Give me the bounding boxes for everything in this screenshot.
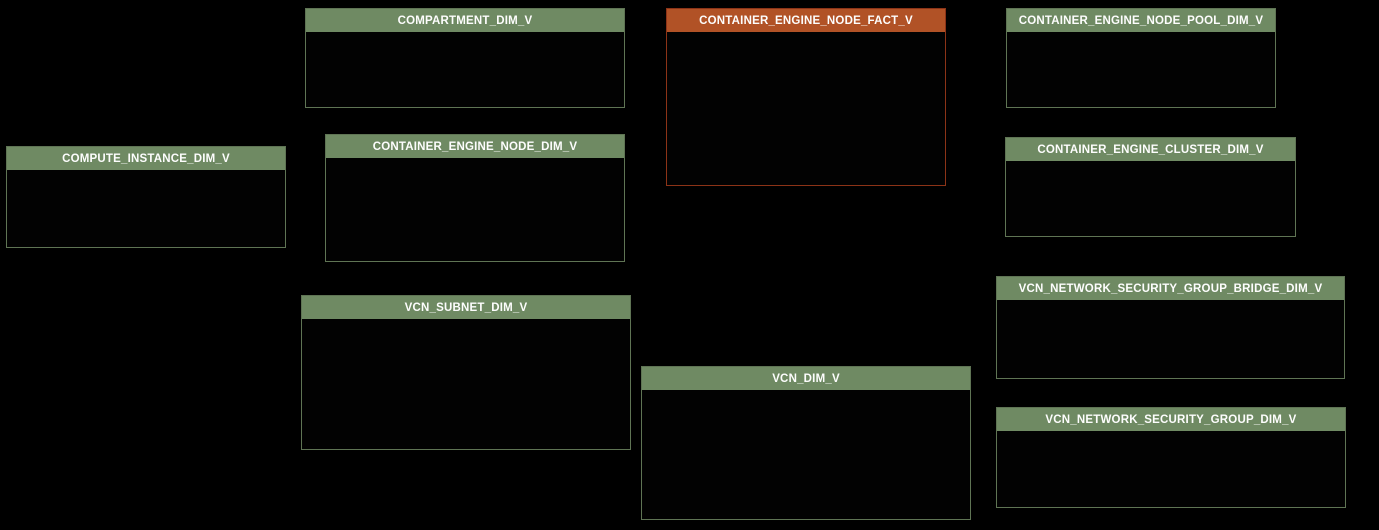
entity-vcn-network-security-group-bridge-dim-v[interactable]: VCN_NETWORK_SECURITY_GROUP_BRIDGE_DIM_V <box>996 276 1345 379</box>
entity-container-engine-node-pool-dim-v[interactable]: CONTAINER_ENGINE_NODE_POOL_DIM_V <box>1006 8 1276 108</box>
entity-body-container-engine-node-fact-v <box>667 32 945 185</box>
entity-body-container-engine-node-pool-dim-v <box>1007 32 1275 107</box>
entity-body-container-engine-cluster-dim-v <box>1006 161 1295 236</box>
entity-container-engine-node-dim-v[interactable]: CONTAINER_ENGINE_NODE_DIM_V <box>325 134 625 262</box>
entity-body-vcn-dim-v <box>642 390 970 519</box>
entity-title-container-engine-cluster-dim-v[interactable]: CONTAINER_ENGINE_CLUSTER_DIM_V <box>1006 138 1295 161</box>
entity-body-compartment-dim-v <box>306 32 624 107</box>
entity-title-container-engine-node-dim-v[interactable]: CONTAINER_ENGINE_NODE_DIM_V <box>326 135 624 158</box>
entity-container-engine-node-fact-v[interactable]: CONTAINER_ENGINE_NODE_FACT_V <box>666 8 946 186</box>
entity-body-compute-instance-dim-v <box>7 170 285 247</box>
entity-body-vcn-network-security-group-bridge-dim-v <box>997 300 1344 378</box>
entity-title-vcn-dim-v[interactable]: VCN_DIM_V <box>642 367 970 390</box>
entity-title-compute-instance-dim-v[interactable]: COMPUTE_INSTANCE_DIM_V <box>7 147 285 170</box>
entity-title-container-engine-node-fact-v[interactable]: CONTAINER_ENGINE_NODE_FACT_V <box>667 9 945 32</box>
entity-compartment-dim-v[interactable]: COMPARTMENT_DIM_V <box>305 8 625 108</box>
entity-body-vcn-subnet-dim-v <box>302 319 630 449</box>
entity-title-compartment-dim-v[interactable]: COMPARTMENT_DIM_V <box>306 9 624 32</box>
entity-body-container-engine-node-dim-v <box>326 158 624 261</box>
entity-body-vcn-network-security-group-dim-v <box>997 431 1345 507</box>
entity-title-vcn-network-security-group-dim-v[interactable]: VCN_NETWORK_SECURITY_GROUP_DIM_V <box>997 408 1345 431</box>
entity-title-vcn-network-security-group-bridge-dim-v[interactable]: VCN_NETWORK_SECURITY_GROUP_BRIDGE_DIM_V <box>997 277 1344 300</box>
entity-compute-instance-dim-v[interactable]: COMPUTE_INSTANCE_DIM_V <box>6 146 286 248</box>
entity-vcn-subnet-dim-v[interactable]: VCN_SUBNET_DIM_V <box>301 295 631 450</box>
entity-vcn-network-security-group-dim-v[interactable]: VCN_NETWORK_SECURITY_GROUP_DIM_V <box>996 407 1346 508</box>
entity-title-container-engine-node-pool-dim-v[interactable]: CONTAINER_ENGINE_NODE_POOL_DIM_V <box>1007 9 1275 32</box>
entity-title-vcn-subnet-dim-v[interactable]: VCN_SUBNET_DIM_V <box>302 296 630 319</box>
entity-vcn-dim-v[interactable]: VCN_DIM_V <box>641 366 971 520</box>
entity-container-engine-cluster-dim-v[interactable]: CONTAINER_ENGINE_CLUSTER_DIM_V <box>1005 137 1296 237</box>
